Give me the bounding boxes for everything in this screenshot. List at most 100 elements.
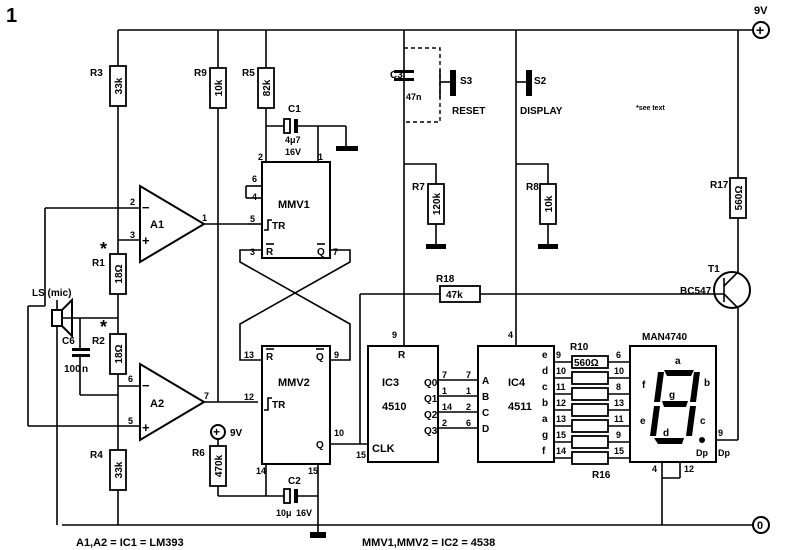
a2-label: A2 [150,398,164,410]
svg-text:16V: 16V [285,147,301,157]
svg-text:10: 10 [334,428,344,438]
svg-text:+: + [756,22,764,38]
svg-text:e: e [640,416,646,427]
svg-text:1: 1 [202,213,207,223]
mmv2-block [261,345,331,465]
svg-text:R7: R7 [412,182,425,193]
svg-text:9: 9 [392,330,397,340]
svg-text:560Ω: 560Ω [734,186,745,211]
svg-text:C2: C2 [288,476,301,487]
svg-text:1: 1 [442,386,447,396]
svg-text:*: * [100,239,107,259]
svg-text:5: 5 [128,416,133,426]
svg-text:7: 7 [442,370,447,380]
svg-text:470k: 470k [214,454,225,477]
svg-text:7: 7 [333,247,338,257]
resistor-r3 [109,65,127,107]
svg-text:2: 2 [466,402,471,412]
svg-text:R18: R18 [436,274,455,285]
svg-text:R: R [266,352,274,363]
svg-text:TR: TR [272,221,286,232]
svg-text:d: d [542,366,548,377]
svg-text:c: c [542,382,548,393]
svg-text:a: a [542,414,548,425]
svg-text:IC4: IC4 [508,377,526,389]
resistor-r5 [257,67,275,109]
svg-text:4: 4 [252,192,257,202]
r1-ref: R1 [92,258,105,269]
svg-text:C3: C3 [390,70,403,81]
cross-coupling-wires [239,249,351,361]
svg-text:C: C [482,408,489,419]
svg-text:R10: R10 [570,342,589,353]
svg-text:a: a [675,356,681,367]
svg-text:6: 6 [616,350,621,360]
svg-text:16V: 16V [296,508,312,518]
resistor-r4 [109,449,127,491]
supply-label: 9V [754,5,768,17]
svg-text:f: f [642,380,646,391]
ic3-block [367,345,439,463]
digit-segments [650,370,705,444]
positive-terminal [752,21,770,39]
switch-s3 [450,70,456,96]
svg-text:12: 12 [244,392,254,402]
svg-text:T1: T1 [708,264,720,275]
r2-value: 18Ω [114,344,125,363]
r4-ref: R4 [90,450,103,461]
svg-text:4: 4 [508,330,513,340]
capacitor-c3 [394,70,414,73]
svg-text:5: 5 [250,214,255,224]
svg-text:4μ7: 4μ7 [285,135,301,145]
svg-text:DISPLAY: DISPLAY [520,106,563,117]
svg-text:9: 9 [718,428,723,438]
svg-text:TR: TR [272,400,286,411]
svg-text:MMV2: MMV2 [278,377,310,389]
svg-text:1: 1 [466,386,471,396]
svg-text:8: 8 [616,382,621,392]
svg-text:+: + [142,420,150,435]
ic2-note: MMV1,MMV2 = IC2 = 4538 [362,537,495,549]
svg-text:10μ: 10μ [276,508,292,518]
svg-text:Q2: Q2 [424,410,438,421]
svg-text:b: b [542,398,548,409]
r3-ref: R3 [90,68,103,79]
r2-ref: R2 [92,336,105,347]
resistor-r6 [209,445,227,487]
ic1-note: A1,A2 = IC1 = LM393 [76,537,184,549]
svg-text:2: 2 [258,152,263,162]
svg-text:IC3: IC3 [382,377,399,389]
r3-value: 33k [114,77,125,94]
svg-text:13: 13 [244,350,254,360]
svg-text:11: 11 [614,414,624,424]
svg-text:Q3: Q3 [424,426,438,437]
c6-value: 100 [64,364,81,375]
r4-value: 33k [114,461,125,478]
svg-text:47k: 47k [446,290,463,301]
svg-text:15: 15 [356,450,366,460]
svg-text:Q: Q [316,352,324,363]
svg-text:D: D [482,424,489,435]
svg-text:b: b [704,378,710,389]
capacitor-c6 [72,348,90,351]
svg-text:3: 3 [250,247,255,257]
svg-text:A: A [482,376,489,387]
svg-text:RESET: RESET [452,106,485,117]
svg-text:Q0: Q0 [424,378,438,389]
svg-text:7: 7 [466,370,471,380]
svg-text:560Ω: 560Ω [574,358,599,369]
svg-text:B: B [482,392,489,403]
svg-text:2: 2 [442,418,447,428]
svg-text:9V: 9V [230,428,243,439]
svg-text:4: 4 [652,464,657,474]
svg-text:C1: C1 [288,104,301,115]
svg-text:6: 6 [252,174,257,184]
svg-text:6: 6 [466,418,471,428]
svg-text:−: − [142,200,150,215]
svg-text:7: 7 [204,391,209,401]
svg-text:g: g [542,430,548,441]
svg-text:R8: R8 [526,182,539,193]
ic4-block [477,345,555,463]
figure-number: 1 [6,5,17,27]
speaker-label: LS (mic) [32,288,71,299]
